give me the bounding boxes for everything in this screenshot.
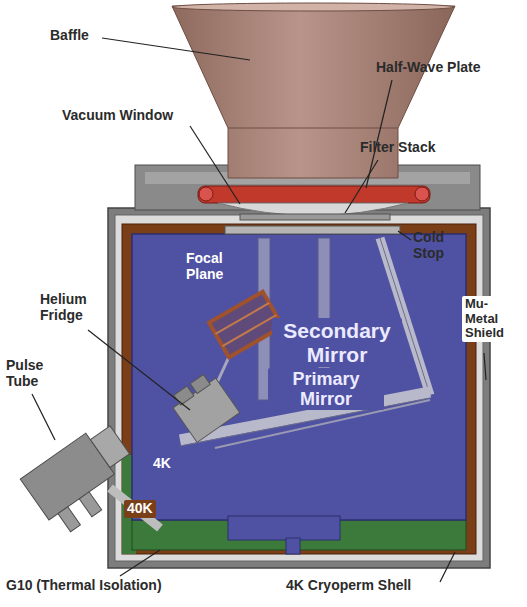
part-label: Vacuum Window (62, 108, 173, 124)
leader-line (345, 160, 378, 213)
leader-line (120, 550, 160, 576)
part-label: 4K Cryoperm Shell (286, 578, 411, 594)
part-label: Primary Mirror (268, 368, 384, 410)
pulse-tube-flange (90, 426, 129, 468)
part-label: Cold Stop (413, 230, 461, 261)
part-label: 40K (124, 500, 156, 518)
part-label: Pulse Tube (6, 358, 56, 389)
baffle-rim (172, 3, 454, 11)
pulse-tube-port (79, 492, 101, 517)
leader-line (484, 353, 486, 380)
part-label: Filter Stack (360, 140, 435, 156)
focal-plane-bar (223, 315, 277, 346)
fridge-head (174, 386, 194, 405)
pulse-tube-stage (110, 488, 160, 528)
leader-line (190, 126, 240, 204)
part-label: G10 (Thermal Isolation) (6, 578, 162, 594)
vacuum-shell (108, 208, 490, 568)
focal-plane-bar (216, 303, 270, 334)
mu-metal-shield (115, 215, 483, 561)
leader-line (366, 80, 392, 188)
secondary-mirror (380, 238, 430, 395)
cold-stop (225, 226, 400, 234)
leader-line (32, 394, 55, 440)
part-label: Mu-Metal Shield (462, 296, 524, 342)
leader-line (88, 330, 190, 410)
part-label: Half-Wave Plate (376, 60, 481, 76)
leader-line (398, 231, 411, 240)
mirror-edge (380, 238, 430, 395)
part-label: 4K (150, 455, 174, 473)
part-label: Focal Plane (183, 250, 241, 283)
hwp-bearing (199, 187, 213, 201)
helium-fridge (167, 370, 239, 442)
fridge-head (190, 375, 210, 394)
cryoperm-shell (132, 234, 466, 520)
pulse-tube-port (58, 507, 80, 532)
leader-line (102, 38, 250, 60)
leader-line (440, 552, 455, 582)
part-label: Baffle (50, 28, 89, 44)
shell-40k (122, 224, 476, 554)
part-label: Helium Fridge (40, 292, 104, 323)
mount-block (228, 516, 340, 540)
baffle-joint (228, 128, 398, 129)
half-wave-plate (198, 186, 430, 203)
hwp-bearing (415, 187, 429, 201)
leader-lines (32, 38, 486, 582)
fridge-body (173, 378, 240, 442)
mount-post (286, 538, 300, 554)
filter-stack (240, 214, 390, 220)
pulse-tube (20, 419, 146, 538)
baffle-cone (172, 6, 455, 178)
part-label: Secondary Mirror (272, 318, 402, 367)
